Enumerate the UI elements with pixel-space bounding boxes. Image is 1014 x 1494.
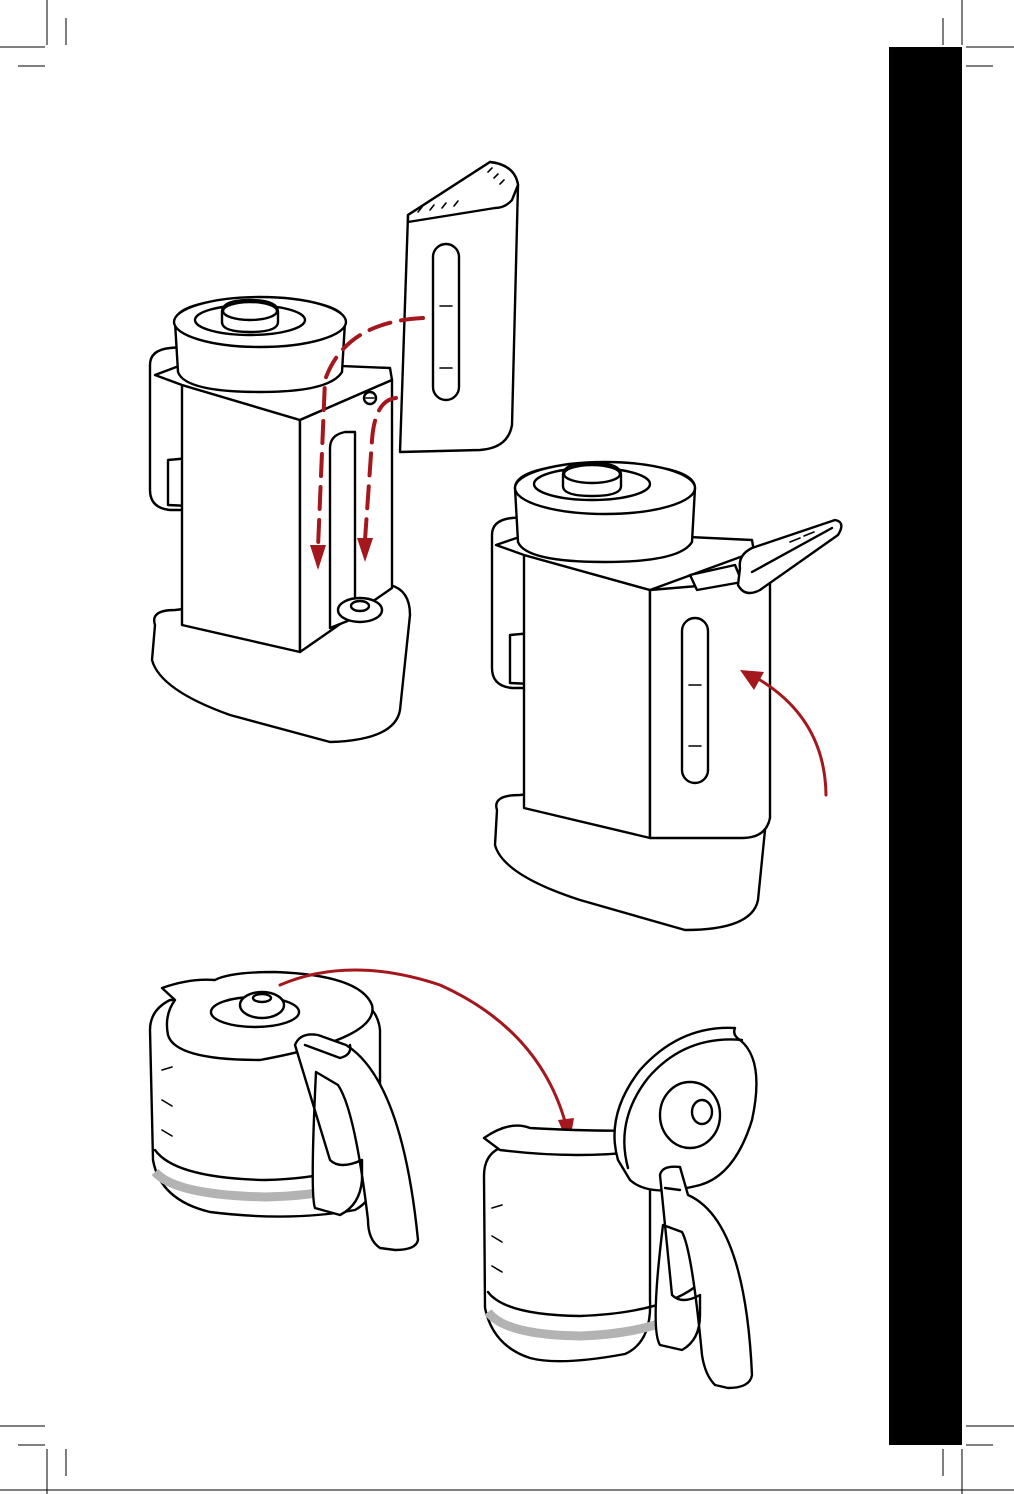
coffee-maker-2 xyxy=(492,462,841,930)
carafe-closed xyxy=(150,972,418,1250)
water-tank xyxy=(400,162,518,452)
carafe-open xyxy=(484,1028,756,1388)
coffee-maker-1 xyxy=(150,297,410,742)
